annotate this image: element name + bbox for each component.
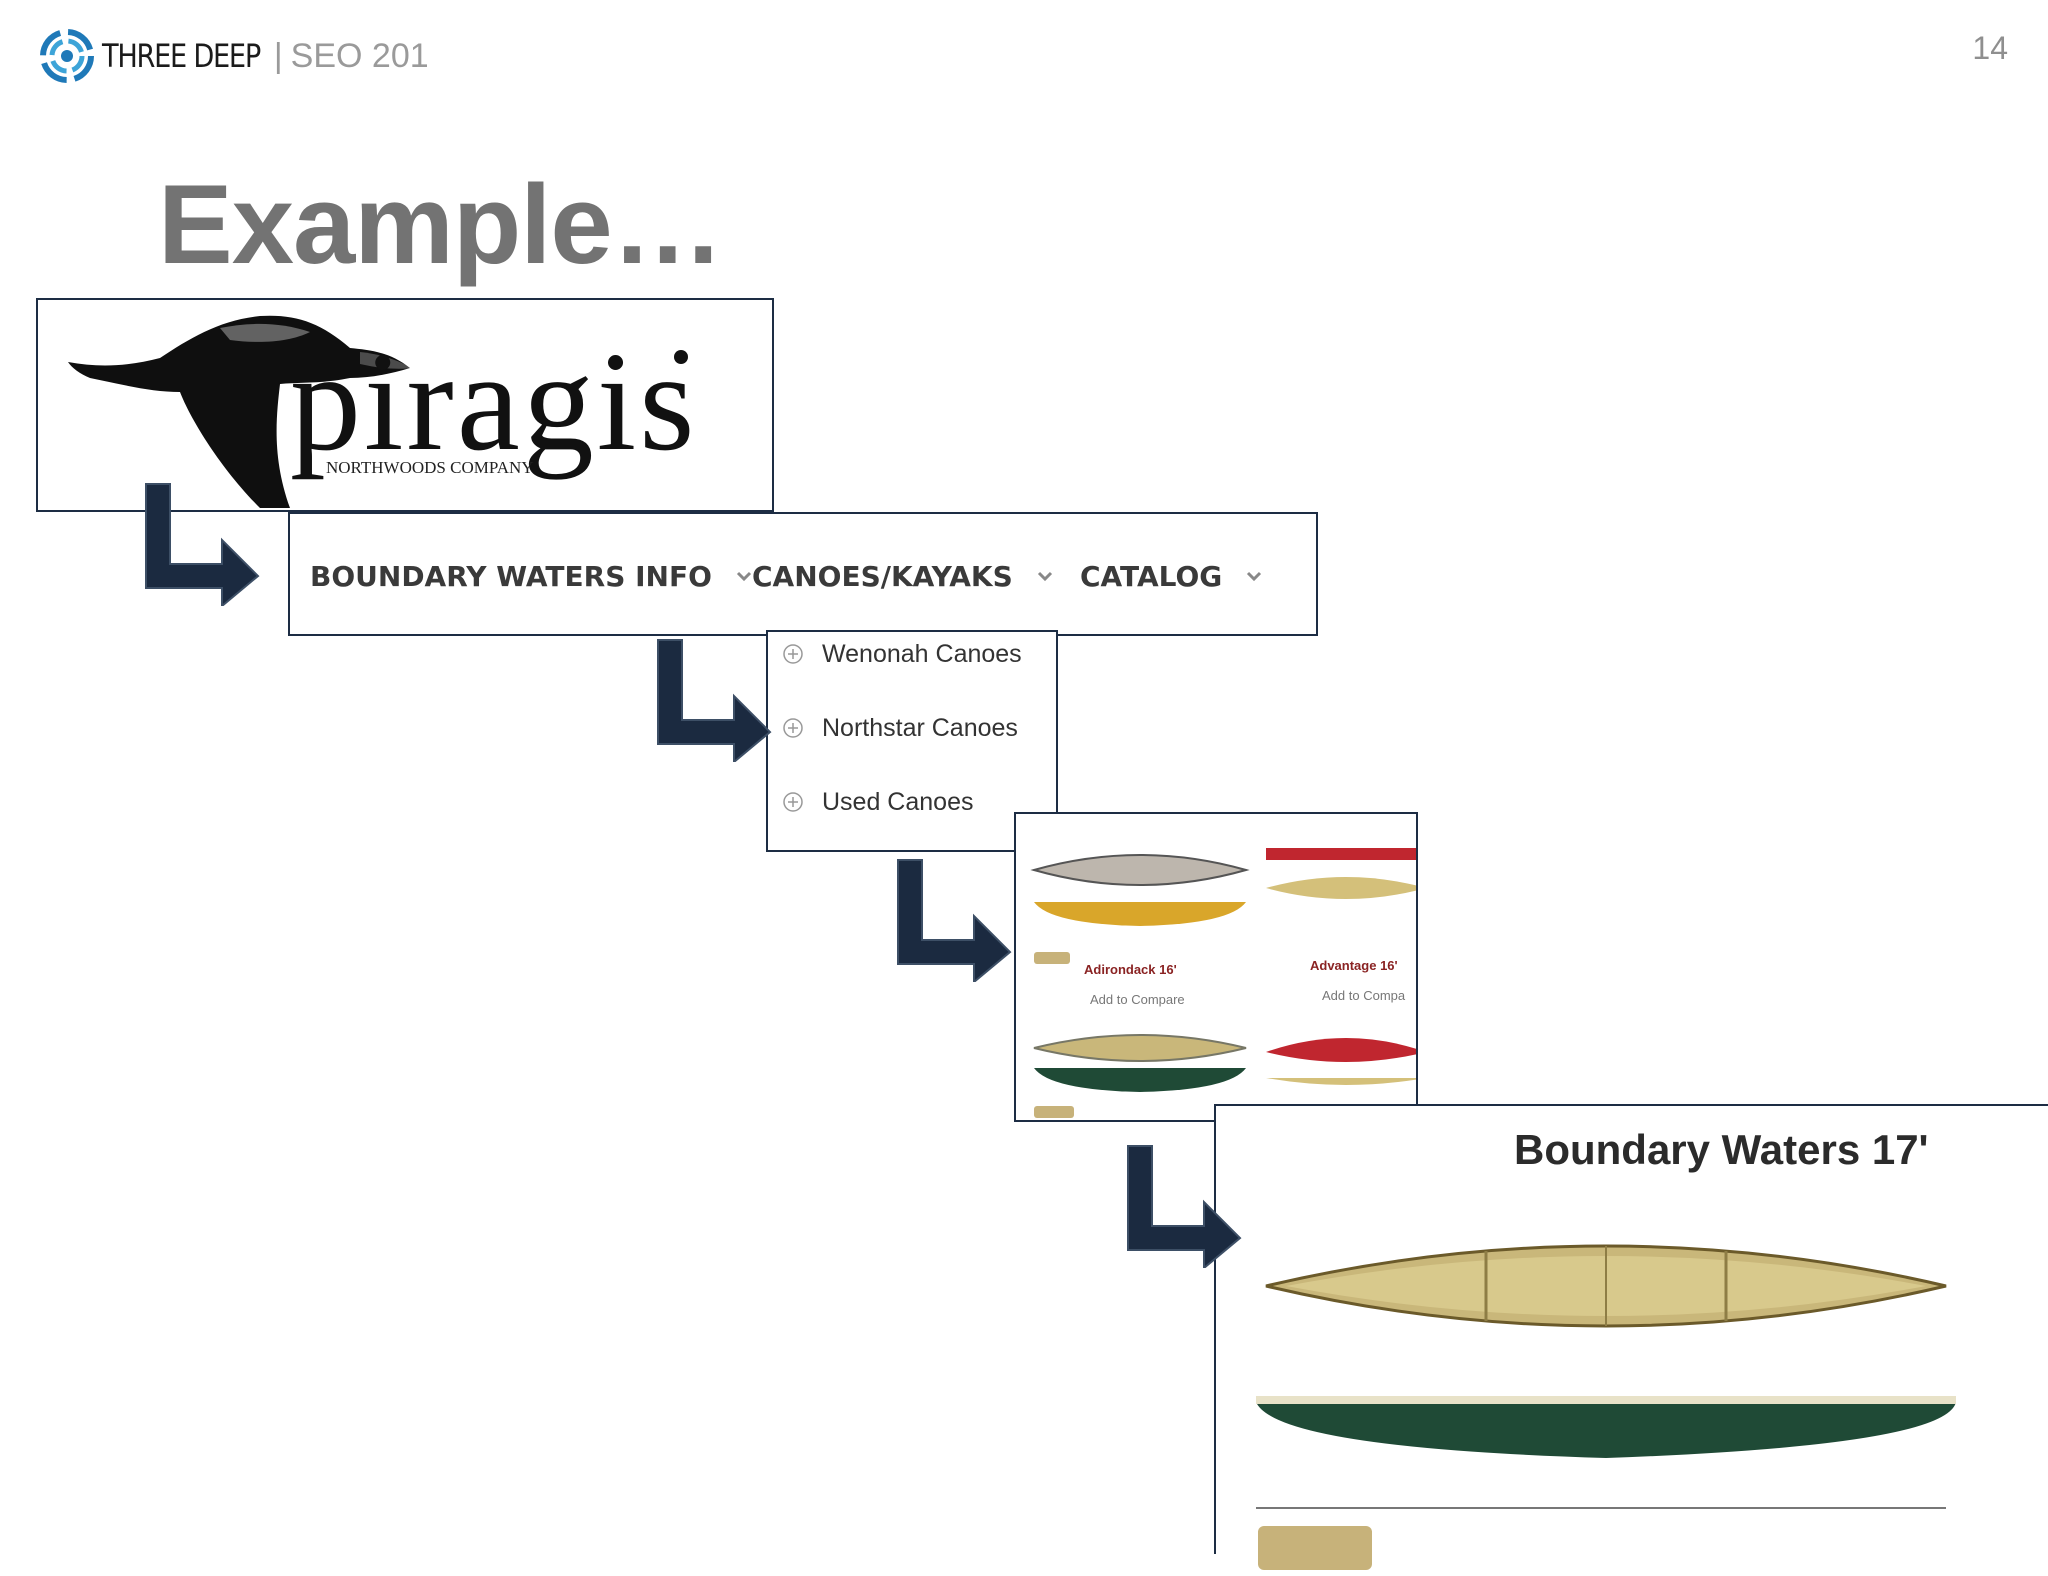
canoe-image-3[interactable] xyxy=(1030,1028,1250,1120)
chevron-down-icon xyxy=(1247,571,1262,582)
product-detail-screenshot-panel xyxy=(1214,1104,2048,1570)
nav-item-canoes-kayaks[interactable]: CANOES/KAYAKS xyxy=(752,514,1055,638)
nav-screenshot-panel: BOUNDARY WATERS INFO CANOES/KAYAKS CATAL… xyxy=(288,512,1318,636)
kayak-image-4[interactable] xyxy=(1266,1028,1418,1098)
dropdown-item-northstar-canoes[interactable]: Northstar Canoes xyxy=(782,708,1018,748)
product-detail-title: Boundary Waters 17' xyxy=(1514,1126,1929,1173)
logo-screenshot-panel xyxy=(36,298,774,512)
nav-item-label: BOUNDARY WATERS INFO xyxy=(310,559,712,593)
slide-number: 14 xyxy=(1972,30,2008,66)
brand-name: THREE DEEP xyxy=(102,37,261,75)
slide-title: Example… xyxy=(158,162,724,287)
logo-dot xyxy=(674,350,688,364)
product-grid-screenshot-panel: Adirondack 16' Add to Compare Advantage … xyxy=(1014,812,1418,1122)
brand-separator: | xyxy=(273,36,283,75)
nav-item-label: CANOES/KAYAKS xyxy=(752,559,1013,593)
product-name[interactable]: Adirondack 16' xyxy=(1084,962,1177,977)
dropdown-item-label: Wenonah Canoes xyxy=(822,639,1022,668)
add-to-compare-link[interactable]: Add to Compa xyxy=(1322,988,1406,1003)
product-name[interactable]: Advantage 16' xyxy=(1310,958,1398,973)
logo-wordmark: piragis xyxy=(290,322,698,480)
dropdown-item-wenonah-canoes[interactable]: Wenonah Canoes xyxy=(782,634,1022,674)
dropdown-item-used-canoes[interactable]: Used Canoes xyxy=(782,782,973,822)
chevron-down-icon xyxy=(736,571,751,582)
add-to-compare-link[interactable]: Add to Compare xyxy=(1090,992,1185,1007)
dropdown-screenshot-panel: Wenonah Canoes Northstar Canoes Used Can… xyxy=(766,630,1058,852)
plus-circle-icon xyxy=(783,792,803,812)
three-deep-logo-icon xyxy=(40,29,94,83)
course-name: SEO 201 xyxy=(290,36,429,75)
arrow-down-right-icon xyxy=(1127,1145,1242,1268)
loon-bird-icon xyxy=(68,315,412,508)
chevron-down-icon xyxy=(1037,571,1052,582)
dropdown-item-label: Northstar Canoes xyxy=(822,713,1018,742)
nav-item-label: CATALOG xyxy=(1080,559,1223,593)
nav-item-boundary-waters-info[interactable]: BOUNDARY WATERS INFO xyxy=(310,514,754,638)
canoe-image-advantage[interactable] xyxy=(1266,848,1418,918)
arrow-down-right-icon xyxy=(657,639,772,762)
plus-circle-icon xyxy=(783,718,803,738)
brand-header: THREE DEEP | SEO 201 xyxy=(38,26,429,86)
canoe-detail-image xyxy=(1256,1244,1956,1570)
arrow-down-right-icon xyxy=(145,483,260,606)
dropdown-item-label: Used Canoes xyxy=(822,787,974,816)
canoe-image-adirondack[interactable] xyxy=(1030,844,1250,964)
logo-subtitle: NORTHWOODS COMPANY xyxy=(326,458,534,477)
nav-item-catalog[interactable]: CATALOG xyxy=(1080,514,1264,638)
arrow-down-right-icon xyxy=(897,859,1012,982)
plus-circle-icon xyxy=(783,644,803,664)
